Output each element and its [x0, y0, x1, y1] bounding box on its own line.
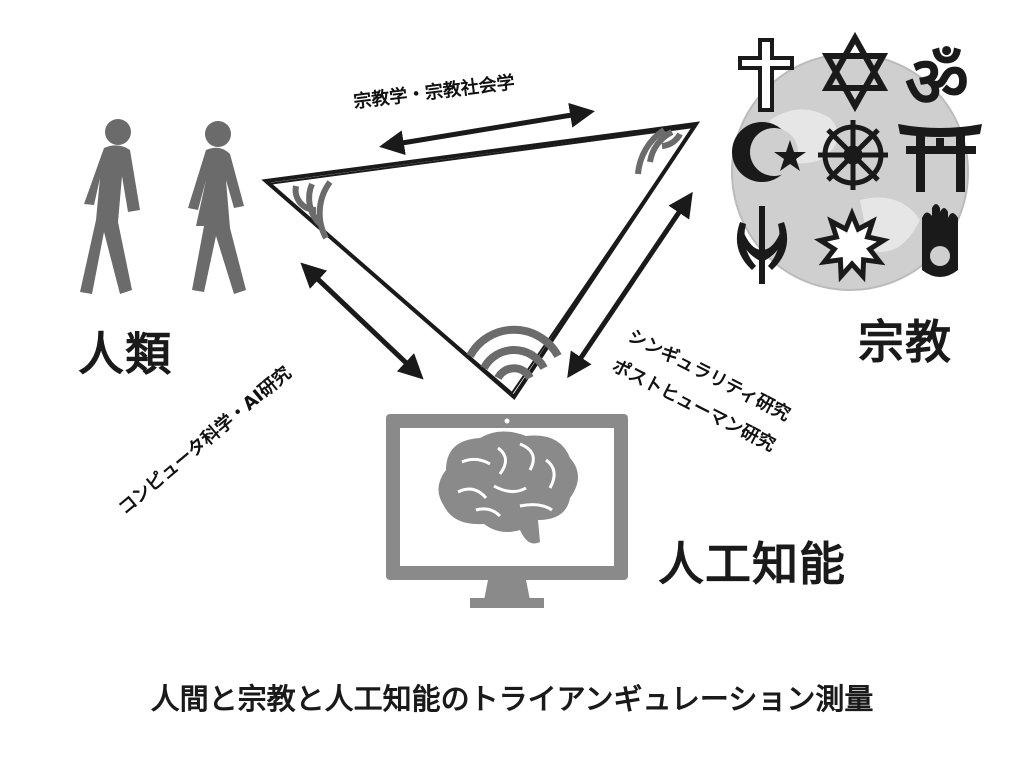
nine-pointed-star-icon [813, 207, 891, 283]
triangle [261, 121, 701, 401]
arrow-humans-religion [379, 102, 595, 156]
globe-icon [731, 53, 969, 291]
crescent-star-icon [732, 122, 806, 182]
walking-woman-icon [188, 121, 246, 294]
svg-text:ॐ: ॐ [905, 41, 969, 123]
ai-label: 人工知能 [658, 537, 846, 591]
jain-hand-icon [922, 204, 958, 277]
signal-arcs-religion [635, 127, 683, 175]
humans-label: 人類 [78, 327, 172, 381]
religion-label: 宗教 [858, 315, 952, 369]
cross-icon [738, 38, 794, 112]
star-of-david-icon [821, 31, 889, 113]
dharma-wheel-icon [818, 120, 888, 190]
arrow-humans-ai [300, 262, 424, 380]
om-icon: ॐ [905, 41, 969, 123]
torii-icon [898, 124, 982, 192]
signal-arcs-ai [466, 325, 562, 381]
walking-man-icon [80, 119, 140, 294]
brain-icon [438, 431, 578, 544]
signal-arcs-humans [292, 180, 333, 240]
caption: 人間と宗教と人工知能のトライアンギュレーション測量 [150, 682, 874, 716]
khanda-icon [736, 206, 788, 284]
arrow-religion-ai [567, 191, 693, 379]
